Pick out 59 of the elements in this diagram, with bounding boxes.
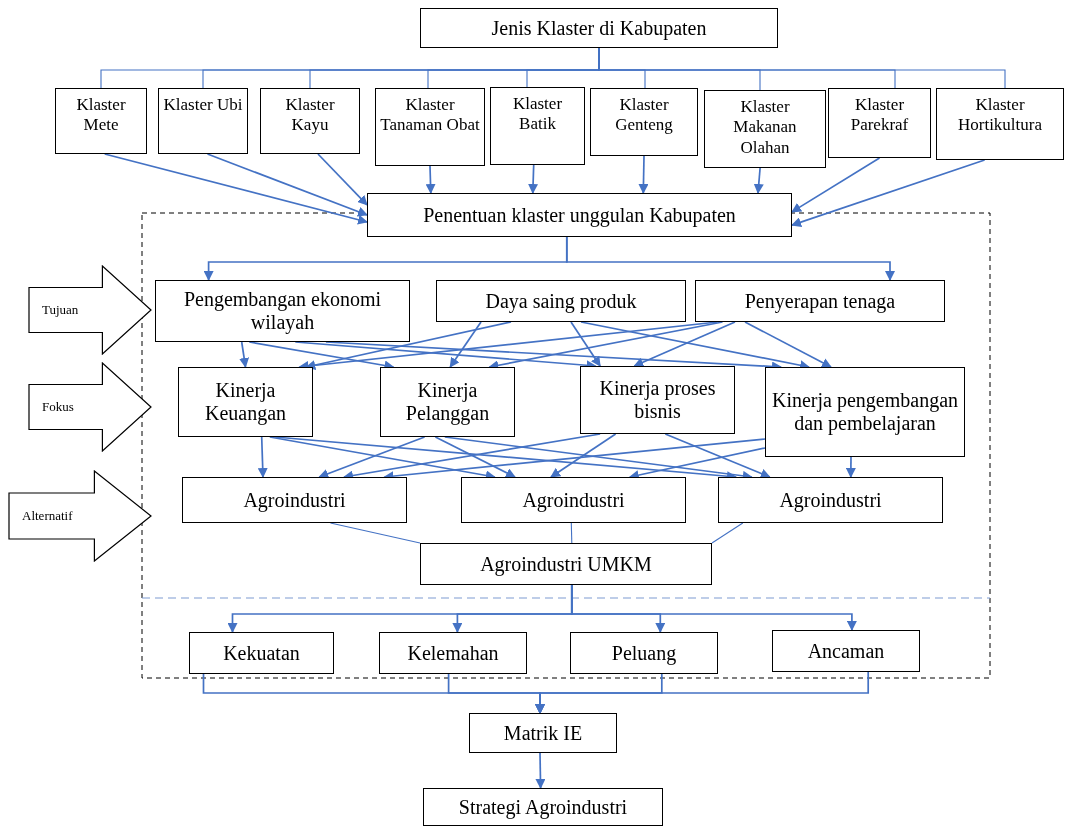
arrow (257, 436, 268, 478)
process-box: Penyerapan tenaga (695, 280, 945, 322)
arrow (753, 167, 764, 194)
arrow (744, 321, 832, 368)
process-box: Kinerja pengembangan dan pembelajaran (765, 367, 965, 457)
process-box: Klaster Parekraf (828, 88, 931, 158)
connector-line (570, 522, 573, 544)
process-box: Agroindustri (461, 477, 686, 523)
arrow (317, 153, 368, 206)
process-box: Ancaman (772, 630, 920, 672)
process-box: Klaster Tanaman Obat (375, 88, 485, 166)
process-box: Kekuatan (189, 632, 334, 674)
process-box: Kinerja Pelanggan (380, 367, 515, 437)
process-box: Kelemahan (379, 632, 527, 674)
process-box: Klaster Mete (55, 88, 147, 154)
process-box: Agroindustri UMKM (420, 543, 712, 585)
process-box: Daya saing produk (436, 280, 686, 322)
arrow (425, 165, 436, 194)
process-box: Peluang (570, 632, 718, 674)
arrow (638, 155, 649, 194)
callout-shape: Fokus (28, 362, 152, 452)
arrow (633, 321, 736, 367)
arrow (570, 321, 601, 367)
arrow (535, 752, 546, 789)
connector-line (711, 522, 744, 544)
arrow (664, 433, 771, 479)
process-box: Jenis Klaster di Kabupaten (420, 8, 778, 48)
arrow (206, 153, 368, 217)
process-box: Klaster Batik (490, 87, 585, 165)
arrow (845, 456, 856, 478)
process-box: Pengembangan ekonomi wilayah (155, 280, 410, 342)
arrow (434, 436, 516, 478)
arrow (628, 447, 766, 480)
process-box: Klaster Ubi (158, 88, 248, 154)
process-box: Strategi Agroindustri (423, 788, 663, 826)
process-box: Kinerja Keuangan (178, 367, 313, 437)
callout-shape: Tujuan (28, 265, 152, 355)
arrow (535, 671, 870, 714)
arrow (449, 321, 482, 368)
connector-line (329, 522, 421, 544)
process-box: Klaster Genteng (590, 88, 698, 156)
process-box: Matrik IE (469, 713, 617, 753)
process-box: Klaster Makanan Olahan (704, 90, 826, 168)
process-box: Klaster Kayu (260, 88, 360, 154)
arrow (550, 433, 617, 478)
process-box: Agroindustri (182, 477, 407, 523)
process-box: Klaster Hortikultura (936, 88, 1064, 160)
callout-shape: Alternatif (8, 470, 152, 562)
process-box: Penentuan klaster unggulan Kabupaten (367, 193, 792, 237)
arrow (103, 153, 368, 225)
process-box: Kinerja proses bisnis (580, 366, 735, 434)
arrow (791, 157, 881, 213)
arrow (318, 436, 426, 479)
arrow (570, 584, 857, 631)
arrow (528, 164, 539, 194)
arrow (565, 236, 895, 281)
arrow (791, 159, 986, 227)
arrow (239, 341, 250, 368)
process-box: Agroindustri (718, 477, 943, 523)
